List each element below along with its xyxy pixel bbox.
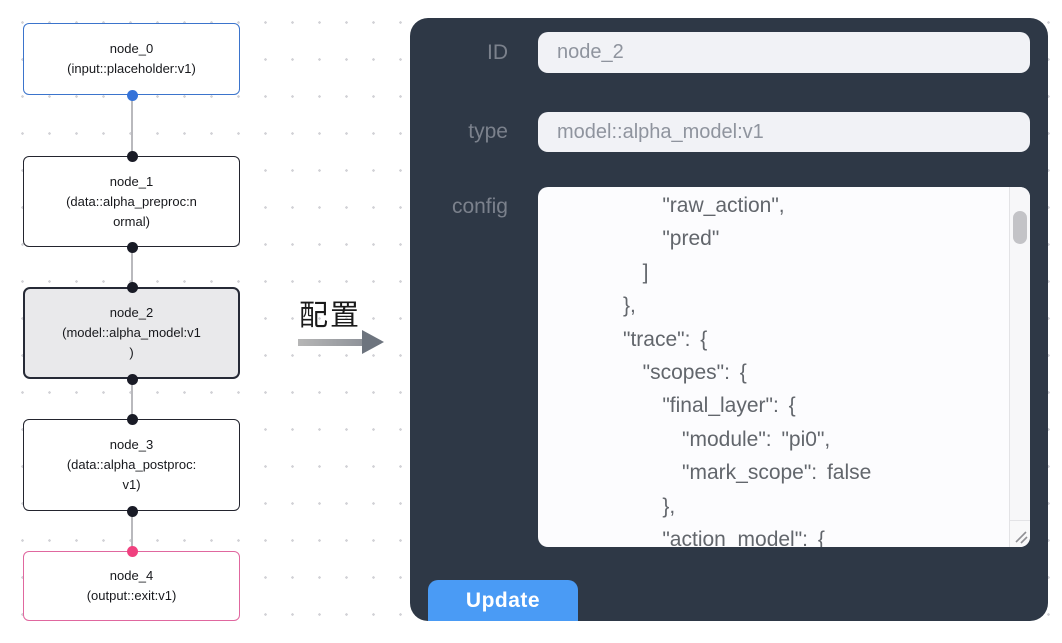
config-json-text: "raw_action", "pred" ] }, "trace": { "sc… [623, 194, 872, 547]
port-node1-input[interactable] [126, 150, 138, 162]
config-scrollbar-track[interactable] [1009, 187, 1030, 520]
node-config-panel: ID type config "raw_action", "pred" ] },… [410, 18, 1048, 621]
port-node1-output[interactable] [126, 241, 138, 253]
flow-node-node_4[interactable]: node_4 (output::exit:v1) [23, 551, 240, 621]
flow-node-node_1[interactable]: node_1 (data::alpha_preproc:n ormal) [23, 156, 240, 247]
flow-node-node_3[interactable]: node_3 (data::alpha_postproc: v1) [23, 419, 240, 511]
config-field-label: config [451, 195, 508, 218]
port-node4-input[interactable] [126, 545, 138, 557]
type-field-label: type [468, 120, 508, 143]
config-scrollbar-thumb[interactable] [1013, 211, 1027, 244]
edge-node2-node3 [131, 379, 133, 419]
arrow-shaft [298, 338, 366, 346]
edge-node3-node4 [131, 511, 133, 551]
configure-label: 配置 [299, 300, 362, 332]
right-arrow-icon [298, 330, 388, 354]
config-textarea[interactable]: "raw_action", "pred" ] }, "trace": { "sc… [538, 187, 1030, 547]
flow-node-node_0[interactable]: node_0 (input::placeholder:v1) [23, 23, 240, 95]
port-node3-input[interactable] [126, 413, 138, 425]
config-scroll-corner [1009, 520, 1030, 547]
type-input[interactable] [538, 112, 1030, 152]
port-node2-input[interactable] [126, 281, 138, 293]
update-button[interactable]: Update [428, 580, 578, 621]
resize-handle-icon[interactable] [1011, 527, 1029, 545]
id-field-label: ID [487, 40, 508, 64]
id-input[interactable] [538, 32, 1030, 73]
arrow-head [362, 330, 384, 354]
flow-canvas[interactable]: node_0 (input::placeholder:v1) node_1 (d… [0, 0, 260, 643]
port-node3-output[interactable] [126, 505, 138, 517]
edge-node1-node2 [131, 247, 133, 287]
port-node2-output[interactable] [126, 373, 138, 385]
port-node0-output[interactable] [126, 89, 138, 101]
flow-node-node_2-selected[interactable]: node_2 (model::alpha_model:v1 ) [23, 287, 240, 379]
edge-node0-node1 [131, 95, 133, 156]
